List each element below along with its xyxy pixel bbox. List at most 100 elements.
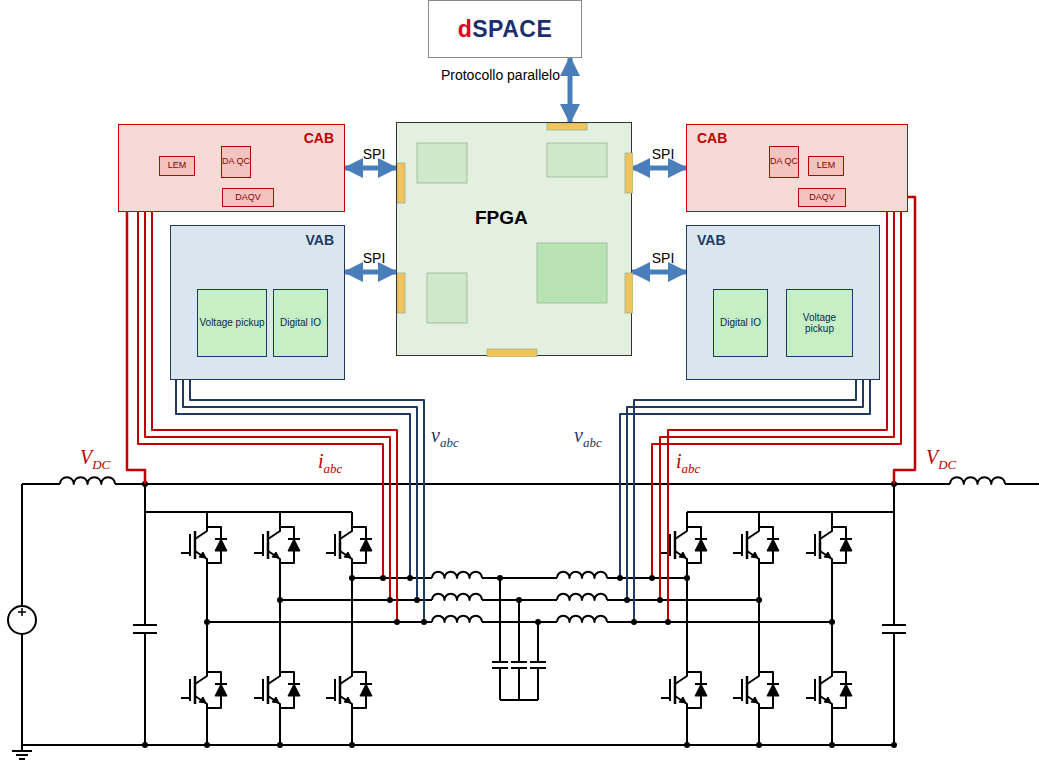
wire [326,679,335,701]
junction-dot [829,742,835,748]
wire [22,744,894,746]
wire [806,679,815,701]
current-sense-wire [145,166,390,600]
junction-dot [684,575,690,581]
wire [695,683,707,685]
wire [675,672,687,684]
wire [679,552,686,558]
wire [758,512,760,745]
wire [339,531,342,559]
wire [733,679,742,701]
wire [340,696,352,708]
inductor-symbol [60,477,115,484]
wire [267,676,270,704]
wire [340,527,352,539]
signal-name: VDC [80,446,110,473]
junction-dot [407,575,413,581]
junction-dot [665,619,671,625]
wire [492,578,508,700]
junction-dot [394,619,400,625]
junction-dot [617,575,623,581]
junction-dot [277,742,283,748]
board-title: FPGA [475,207,528,229]
wire [254,534,263,556]
wire [675,551,687,563]
wire [195,696,207,708]
adc-box: DAQV [222,188,274,207]
wire [767,539,779,551]
wire [482,577,557,579]
board-component [625,273,633,313]
junction-dot [756,597,762,603]
wire [12,745,32,759]
wire [820,551,832,563]
board-component [427,273,467,323]
board-component [537,243,607,303]
wire [326,534,335,556]
wire [206,512,208,745]
wire [254,679,263,701]
wire [268,672,280,684]
junction-dot [756,742,762,748]
wire [272,552,279,558]
io-box: Digital IO [713,289,768,357]
junction-dot [891,742,897,748]
wire [215,683,227,685]
wire [268,551,280,563]
junction-dot [657,597,663,603]
edge-label: SPI [645,146,681,162]
junction-dot [649,575,655,581]
current-sense-wire [152,172,397,622]
current-board: CABLEMDA QCDAQV [118,124,345,212]
edge-label: Protocollo parallelo [440,66,560,84]
adc-box: DAQV [798,188,846,207]
box-label: DAQV [235,193,261,203]
wire [360,539,372,551]
edge-label: SPI [645,250,681,266]
wire [767,684,779,696]
wire [824,697,831,703]
edge-label: SPI [356,250,392,266]
wire [1005,483,1039,485]
wire [181,679,190,701]
pickup-box: Voltage pickup [197,289,267,357]
board-component [547,123,587,130]
signal-name: iabc [676,450,700,477]
edge-label: SPI [356,146,392,162]
adc-box: DA QC [769,146,799,178]
wire [199,697,206,703]
junction-dot [631,619,637,625]
junction-dot [277,597,283,603]
wire [215,538,227,540]
wire [215,539,227,551]
junction-dot [349,575,355,581]
board-decoration [397,123,633,357]
bus-arrow [345,166,396,171]
bus-arrow [568,58,573,122]
wire [199,552,206,558]
wire [746,531,749,559]
wire [360,684,372,696]
pickup-box: Voltage pickup [786,289,853,357]
current-sense-wire [668,172,887,622]
wire [661,679,670,701]
board-component [417,143,467,183]
dspace-box: dSPACE [428,0,582,58]
junction-dot [349,742,355,748]
box-label: dSPACE [458,16,553,43]
wire [288,539,300,551]
box-label: Voltage pickup [787,312,852,335]
junction-dot [414,597,420,603]
junction-dot [535,619,541,625]
wire [840,684,852,696]
wire [288,684,300,696]
wire [747,696,759,708]
wire [607,621,832,623]
wire [22,483,60,485]
wire [767,683,779,685]
junction-dot [624,597,630,603]
board-component [397,163,405,203]
wire [746,676,749,704]
